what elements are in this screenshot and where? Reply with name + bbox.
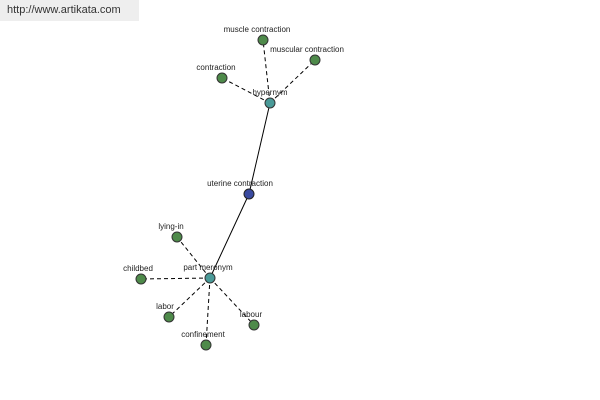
part-meronym-node[interactable]: [204, 272, 216, 284]
uterine-node[interactable]: [243, 188, 255, 200]
labor-label[interactable]: labor: [156, 302, 174, 311]
edge-hypernym-muscle-contraction: [262, 39, 271, 104]
edge-uterine-part-meronym: [209, 193, 250, 279]
hypernym-label[interactable]: hypernym: [252, 88, 287, 97]
childbed-label[interactable]: childbed: [123, 264, 153, 273]
labour-node[interactable]: [248, 319, 260, 331]
lying-in-label[interactable]: lying-in: [158, 222, 183, 231]
muscle-contraction-node[interactable]: [257, 34, 269, 46]
part-meronym-label[interactable]: part meronym: [183, 263, 233, 272]
uterine-label[interactable]: uterine contraction: [207, 179, 273, 188]
nodes-layer: [135, 34, 321, 351]
lying-in-node[interactable]: [171, 231, 183, 243]
hypernym-node[interactable]: [264, 97, 276, 109]
edge-hypernym-contraction: [221, 77, 271, 104]
labels-layer: uterine contraction hypernym muscle contra…: [123, 25, 344, 339]
edge-part-meronym-childbed: [140, 277, 211, 280]
edge-part-meronym-labor: [168, 277, 211, 318]
labour-label[interactable]: labour: [240, 310, 263, 319]
edge-hypernym-muscular-contraction: [269, 59, 316, 104]
contraction-label[interactable]: contraction: [196, 63, 235, 72]
confinement-label[interactable]: confinement: [181, 330, 225, 339]
childbed-node[interactable]: [135, 273, 147, 285]
edges-layer: [140, 39, 316, 346]
edge-uterine-hypernym: [248, 102, 271, 195]
muscle-contraction-label[interactable]: muscle contraction: [224, 25, 291, 34]
confinement-node[interactable]: [200, 339, 212, 351]
labor-node[interactable]: [163, 311, 175, 323]
muscular-contraction-node[interactable]: [309, 54, 321, 66]
edge-part-meronym-lying-in: [176, 236, 211, 279]
muscular-contraction-label[interactable]: muscular contraction: [270, 45, 344, 54]
source-url-banner[interactable]: http://www.artikata.com: [0, 0, 139, 21]
edge-part-meronym-labour: [209, 277, 255, 326]
contraction-node[interactable]: [216, 72, 228, 84]
